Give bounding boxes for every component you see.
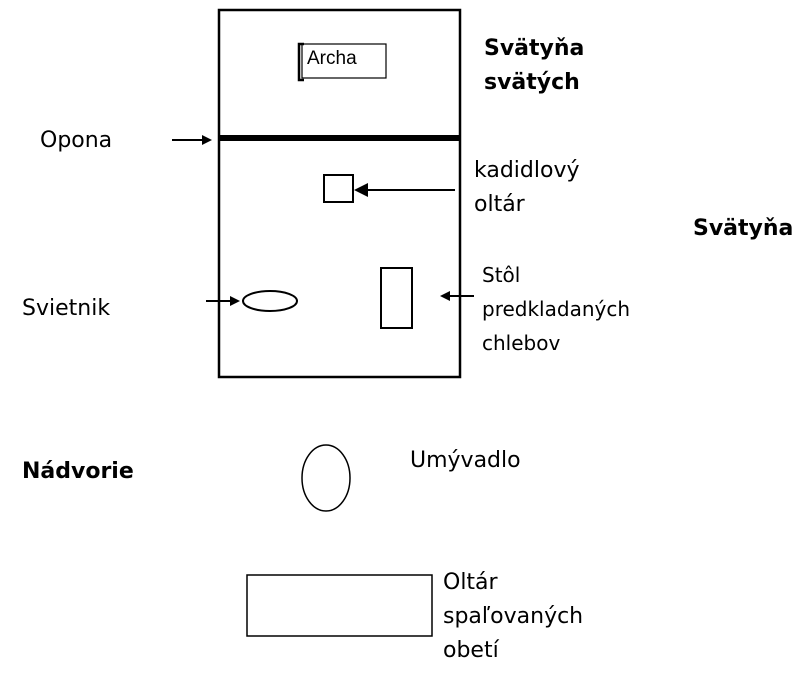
lampstand-label: Svietnik	[22, 296, 111, 321]
incense-altar-shape	[323, 174, 354, 203]
tabernacle-outline	[217, 8, 462, 379]
holy-of-holies-line-1: Svätyňa	[484, 36, 585, 61]
laver-label: Umývadlo	[410, 448, 521, 473]
ark-label: Archa	[307, 48, 357, 69]
burnt-offering-altar-line-3: obetí	[443, 638, 499, 663]
curtain-arrowhead	[202, 135, 212, 145]
lampstand-shape	[242, 290, 298, 312]
holy-of-holies-label: Svätyňa svätých	[484, 32, 584, 100]
lampstand-arrowhead	[230, 296, 240, 306]
burnt-offering-altar-line-2: spaľovaných	[443, 604, 584, 629]
holy-of-holies-line-2: svätých	[484, 70, 580, 95]
table-label: Stôl predkladaných chlebov	[482, 258, 630, 360]
incense-altar-arrowhead	[354, 183, 368, 197]
burnt-offering-altar-shape	[246, 574, 433, 637]
ark-bracket	[297, 42, 304, 82]
burnt-offering-altar-line-1: Oltár	[443, 570, 498, 595]
incense-altar-label: kadidlový oltár	[474, 154, 580, 222]
table-line-1: Stôl	[482, 263, 521, 287]
burnt-offering-altar-label: Oltár spaľovaných obetí	[443, 566, 583, 668]
ark-box	[301, 43, 387, 79]
table-arrowhead	[440, 291, 450, 301]
incense-altar-line-2: oltár	[474, 192, 525, 217]
table-line-2: predkladaných	[482, 297, 631, 321]
incense-altar-line-1: kadidlový	[474, 158, 580, 183]
table-line-3: chlebov	[482, 331, 561, 355]
table-shape	[380, 267, 413, 329]
laver-shape	[301, 444, 351, 512]
holy-place-label: Svätyňa	[693, 216, 794, 241]
curtain-label: Opona	[40, 128, 113, 153]
courtyard-label: Nádvorie	[22, 459, 134, 484]
